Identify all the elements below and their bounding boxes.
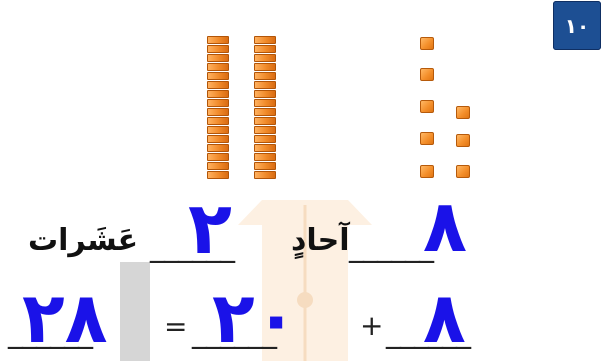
unit-cube bbox=[420, 68, 434, 81]
ten-rod bbox=[207, 36, 229, 180]
tens-blank: ______ bbox=[150, 229, 235, 264]
unit-cube bbox=[420, 132, 434, 145]
ones-label: آحادٍ bbox=[291, 223, 350, 258]
ones-value-blank: ______ bbox=[386, 315, 471, 350]
equals-sign: = bbox=[164, 310, 188, 343]
ones-answer: ٨ bbox=[423, 184, 467, 268]
tens-answer: ٢ bbox=[188, 186, 232, 270]
sum-answer: ٢٨ bbox=[22, 277, 108, 359]
plus-sign: + bbox=[360, 309, 384, 342]
tens-value-blank: ______ bbox=[192, 315, 277, 350]
sum-blank: ______ bbox=[8, 315, 93, 350]
unit-cube bbox=[420, 100, 434, 113]
tens-value: ٢٠ bbox=[212, 277, 298, 359]
unit-cube bbox=[420, 37, 434, 50]
tens-label: عَشَرات bbox=[28, 223, 139, 258]
unit-cube bbox=[456, 165, 470, 178]
base-ten-blocks bbox=[207, 36, 470, 180]
unit-cube bbox=[456, 106, 470, 119]
ones-blank: ______ bbox=[349, 229, 434, 264]
exercise-number-badge: ١٠ bbox=[553, 1, 601, 50]
ten-rod bbox=[254, 36, 276, 180]
unit-cube bbox=[456, 134, 470, 147]
unit-cube bbox=[420, 165, 434, 178]
exercise-number: ١٠ bbox=[564, 13, 590, 38]
ones-value: ٨ bbox=[423, 277, 466, 359]
